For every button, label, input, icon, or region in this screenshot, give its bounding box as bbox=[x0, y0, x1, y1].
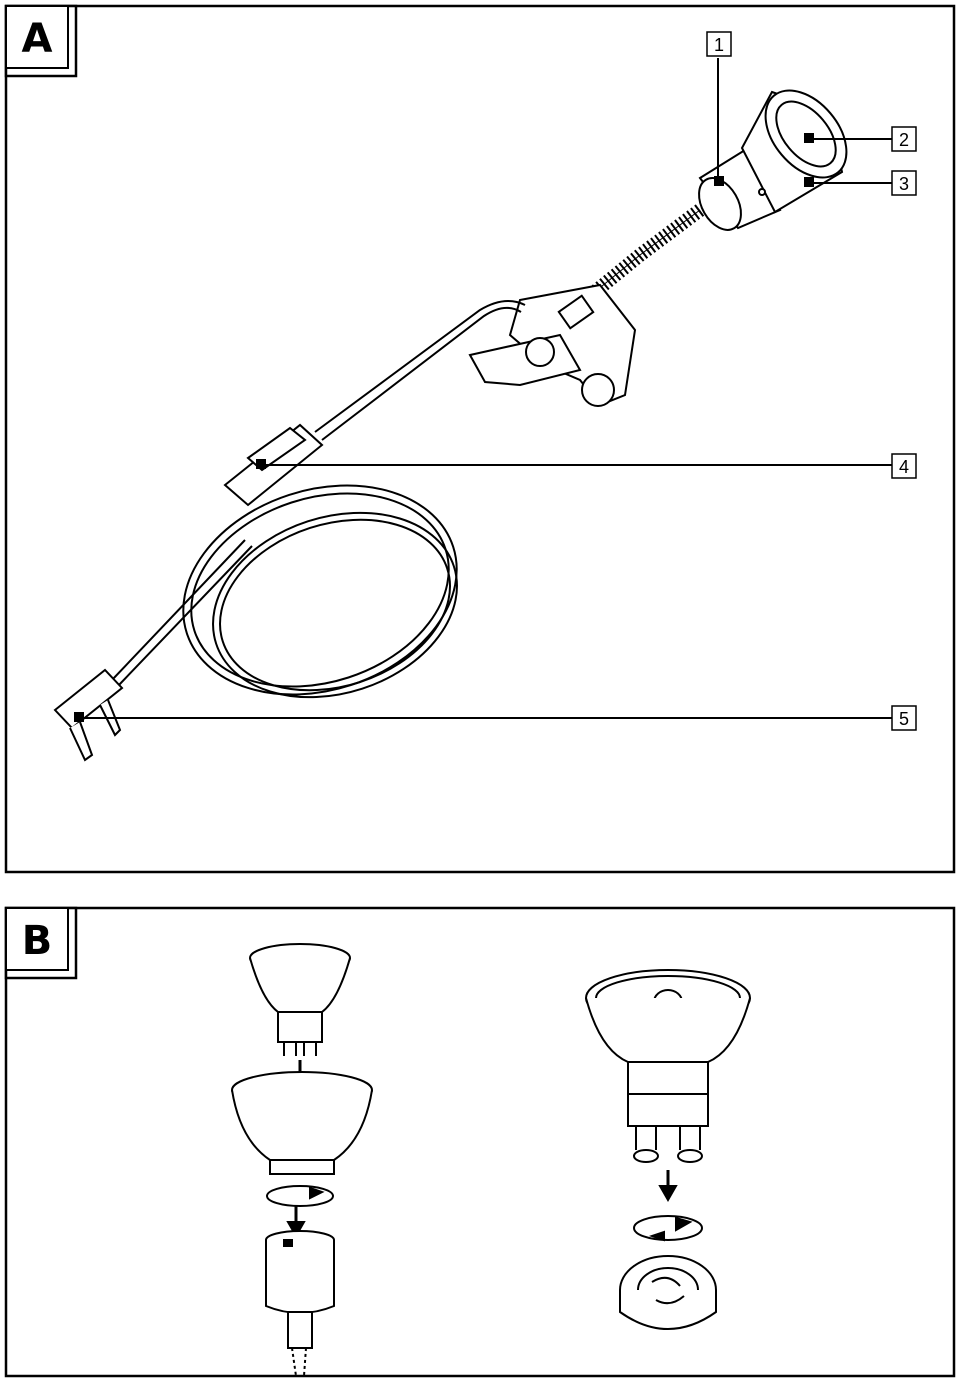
right-assembly-drawing bbox=[585, 969, 751, 1330]
callout-4-number: 4 bbox=[899, 457, 909, 477]
callout-1: 1 bbox=[706, 31, 732, 186]
panel-a: A bbox=[4, 4, 956, 874]
left-assembly-drawing bbox=[231, 943, 373, 1377]
panel-a-frame bbox=[4, 4, 956, 874]
callout-2-marker bbox=[804, 133, 814, 143]
callout-2-box bbox=[891, 126, 917, 152]
gooseneck-drawing bbox=[580, 204, 705, 306]
callout-3-number: 3 bbox=[899, 174, 909, 194]
callout-3-marker bbox=[804, 177, 814, 187]
callout-3: 3 bbox=[804, 170, 917, 196]
callout-5-number: 5 bbox=[899, 709, 909, 729]
panel-b: B bbox=[4, 906, 956, 1378]
callout-1-box bbox=[706, 31, 732, 57]
callout-5-box bbox=[891, 705, 917, 731]
callout-4-marker bbox=[256, 459, 266, 469]
callout-1-number: 1 bbox=[714, 35, 724, 55]
clamp-drawing bbox=[468, 283, 637, 407]
lamp-head-drawing bbox=[698, 89, 848, 231]
panel-b-label-box: B bbox=[4, 906, 78, 980]
callout-2: 2 bbox=[804, 126, 917, 152]
callout-2-number: 2 bbox=[899, 130, 909, 150]
panel-a-label-box: A bbox=[4, 4, 78, 78]
panel-b-frame bbox=[4, 906, 956, 1378]
callout-5-marker bbox=[74, 712, 84, 722]
callout-1-marker bbox=[714, 176, 724, 186]
callout-4: 4 bbox=[256, 453, 917, 479]
cable-drawing bbox=[111, 300, 526, 699]
panel-b-label: B bbox=[22, 918, 53, 964]
panel-a-label: A bbox=[22, 16, 53, 62]
plug-drawing bbox=[53, 668, 124, 762]
callout-3-box bbox=[891, 170, 917, 196]
callout-4-box bbox=[891, 453, 917, 479]
callout-5: 5 bbox=[74, 705, 917, 731]
